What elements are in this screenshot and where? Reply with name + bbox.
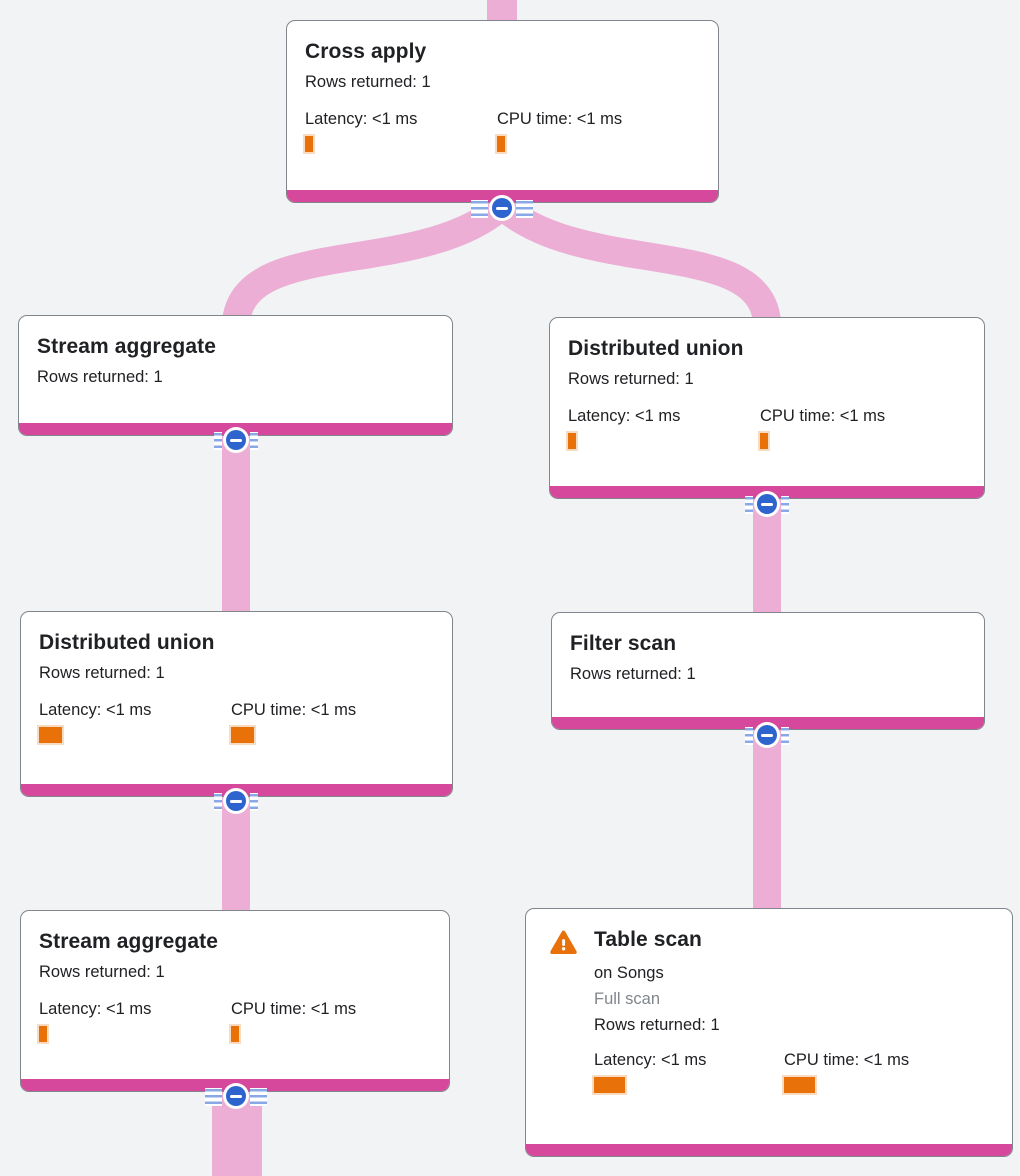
- cpu-time-bar: [231, 727, 254, 743]
- minus-circle-icon: [226, 430, 246, 450]
- minus-circle-icon: [226, 791, 246, 811]
- node-title: Table scan: [594, 928, 702, 951]
- cpu-time-bar: [231, 1026, 239, 1042]
- cpu-time-metric: CPU time: <1 ms: [784, 1051, 974, 1093]
- node-stream-aggregate-1[interactable]: Stream aggregate Rows returned: 1: [18, 315, 453, 436]
- cpu-time-metric: CPU time: <1 ms: [231, 701, 423, 743]
- latency-label: Latency: <1 ms: [39, 701, 152, 719]
- node-metrics: Latency: <1 ms CPU time: <1 ms: [39, 701, 432, 743]
- table-scan-body: on Songs Full scan Rows returned: 1 Late…: [594, 964, 992, 1093]
- cpu-time-label: CPU time: <1 ms: [231, 1000, 357, 1018]
- stripe-right: [781, 496, 789, 514]
- latency-metric: Latency: <1 ms: [594, 1051, 784, 1093]
- scan-type-label: Full scan: [594, 990, 661, 1008]
- latency-bar: [39, 727, 62, 743]
- cpu-time-metric: CPU time: <1 ms: [497, 110, 689, 152]
- rows-returned-label: Rows returned: 1: [37, 368, 163, 386]
- node-title: Distributed union: [39, 631, 215, 654]
- node-title: Filter scan: [570, 632, 677, 655]
- node-metrics: Latency: <1 ms CPU time: <1 ms: [39, 1000, 429, 1042]
- cpu-time-label: CPU time: <1 ms: [497, 110, 623, 128]
- node-metrics: Latency: <1 ms CPU time: <1 ms: [594, 1051, 992, 1093]
- latency-metric: Latency: <1 ms: [39, 1000, 231, 1042]
- stripe-left: [745, 496, 753, 514]
- latency-bar: [305, 136, 313, 152]
- stripe-left: [205, 1088, 222, 1106]
- node-stream-aggregate-2[interactable]: Stream aggregate Rows returned: 1 Latenc…: [20, 910, 450, 1092]
- stripe-left: [214, 432, 222, 450]
- latency-label: Latency: <1 ms: [305, 110, 418, 128]
- link-cross-apply-to-stream-aggregate-1: [222, 195, 512, 325]
- node-accent-bar: [526, 1144, 1012, 1156]
- rows-returned-label: Rows returned: 1: [305, 73, 431, 91]
- latency-bar: [594, 1077, 625, 1093]
- node-accent-bar: [19, 423, 452, 435]
- node-accent-bar: [21, 784, 452, 796]
- node-accent-bar: [552, 717, 984, 729]
- rows-returned-label: Rows returned: 1: [568, 370, 694, 388]
- table-scan-header: Table scan: [544, 928, 992, 955]
- node-metrics: Latency: <1 ms CPU time: <1 ms: [568, 407, 964, 449]
- cpu-time-label: CPU time: <1 ms: [784, 1051, 910, 1069]
- latency-bar: [39, 1026, 47, 1042]
- warning-triangle-icon: [550, 930, 577, 955]
- stripe-right: [516, 200, 533, 218]
- latency-label: Latency: <1 ms: [568, 407, 681, 425]
- rows-returned-label: Rows returned: 1: [570, 665, 696, 683]
- node-title: Cross apply: [305, 40, 427, 63]
- latency-metric: Latency: <1 ms: [305, 110, 497, 152]
- cpu-time-bar: [497, 136, 505, 152]
- minus-circle-icon: [757, 725, 777, 745]
- minus-circle-icon: [492, 198, 512, 218]
- node-title: Distributed union: [568, 337, 744, 360]
- cpu-time-label: CPU time: <1 ms: [760, 407, 886, 425]
- stripe-right: [250, 793, 258, 811]
- stripe-left: [471, 200, 488, 218]
- node-accent-bar: [287, 190, 718, 202]
- node-accent-bar: [550, 486, 984, 498]
- link-cross-apply-to-distributed-union-right: [492, 195, 781, 325]
- latency-label: Latency: <1 ms: [594, 1051, 707, 1069]
- node-filter-scan[interactable]: Filter scan Rows returned: 1: [551, 612, 985, 730]
- rows-returned-label: Rows returned: 1: [39, 664, 165, 682]
- cpu-time-bar: [784, 1077, 815, 1093]
- latency-metric: Latency: <1 ms: [39, 701, 231, 743]
- stripe-right: [250, 432, 258, 450]
- cpu-time-label: CPU time: <1 ms: [231, 701, 357, 719]
- table-name-label: on Songs: [594, 964, 664, 982]
- node-accent-bar: [21, 1079, 449, 1091]
- cpu-time-metric: CPU time: <1 ms: [760, 407, 952, 449]
- stripe-right: [250, 1088, 267, 1106]
- node-table-scan[interactable]: Table scan on Songs Full scan Rows retur…: [525, 908, 1013, 1157]
- rows-returned-label: Rows returned: 1: [39, 963, 165, 981]
- stripe-right: [781, 727, 789, 745]
- node-cross-apply[interactable]: Cross apply Rows returned: 1 Latency: <1…: [286, 20, 719, 203]
- latency-bar: [568, 433, 576, 449]
- node-title: Stream aggregate: [37, 335, 217, 358]
- latency-metric: Latency: <1 ms: [568, 407, 760, 449]
- node-metrics: Latency: <1 ms CPU time: <1 ms: [305, 110, 698, 152]
- cpu-time-bar: [760, 433, 768, 449]
- rows-returned-label: Rows returned: 1: [594, 1016, 720, 1034]
- minus-circle-icon: [226, 1086, 246, 1106]
- node-distributed-union-right[interactable]: Distributed union Rows returned: 1 Laten…: [549, 317, 985, 499]
- minus-circle-icon: [757, 494, 777, 514]
- node-distributed-union-left[interactable]: Distributed union Rows returned: 1 Laten…: [20, 611, 453, 797]
- stripe-left: [214, 793, 222, 811]
- cpu-time-metric: CPU time: <1 ms: [231, 1000, 423, 1042]
- node-title: Stream aggregate: [39, 930, 219, 953]
- stripe-left: [745, 727, 753, 745]
- latency-label: Latency: <1 ms: [39, 1000, 152, 1018]
